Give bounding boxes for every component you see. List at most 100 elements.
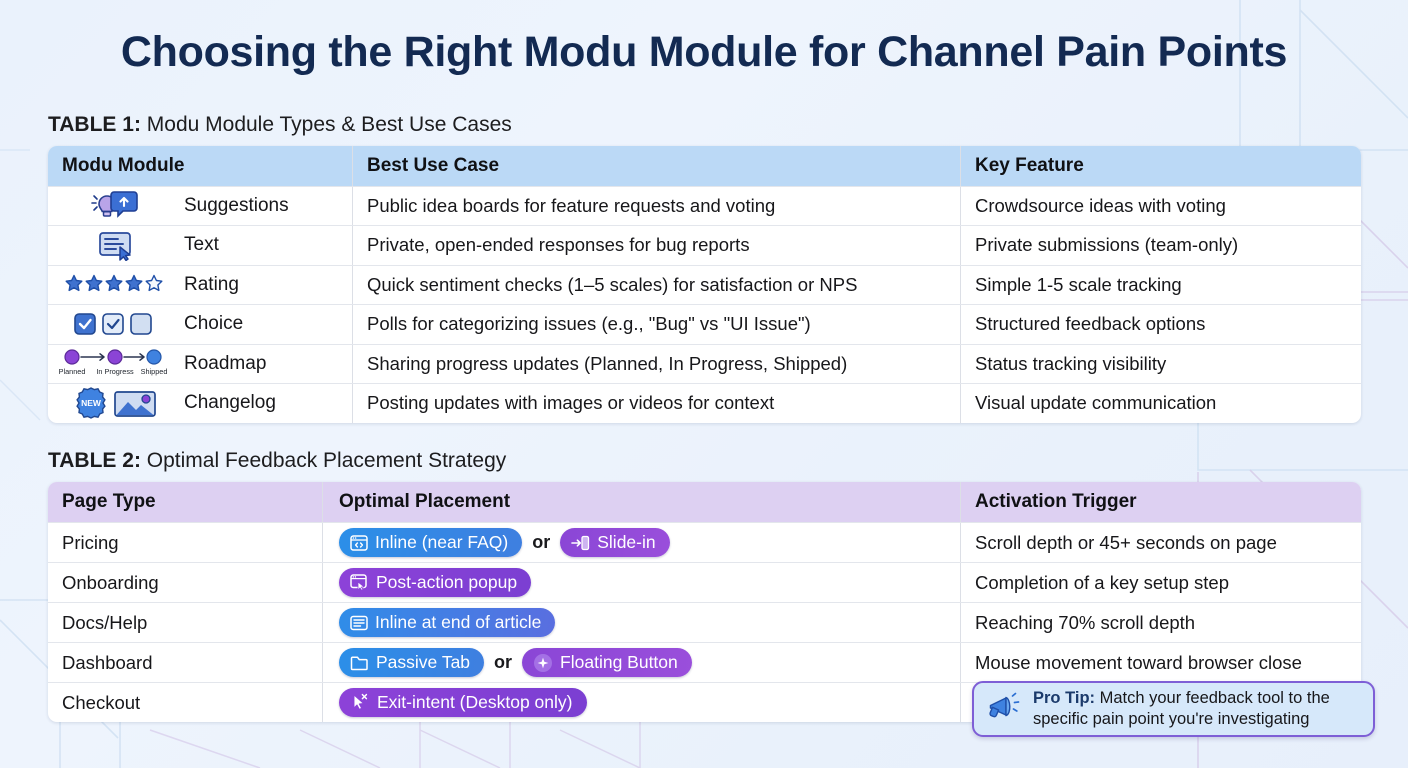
table1-cell-usecase: Public idea boards for feature requests … [353,186,961,225]
pill-label: Inline (near FAQ) [375,532,509,552]
cursor-exit-icon [350,693,370,712]
table-row: Rating Quick sentiment checks (1–5 scale… [48,264,1361,304]
module-name: Roadmap [184,352,267,374]
table1-cell-module: Choice [48,305,353,344]
star-rating-icon [48,273,184,297]
table1-cell-keyfeature: Simple 1-5 scale tracking [975,273,1182,295]
table-row: Onboarding Post-action popup Completion … [48,562,1361,602]
table1-cell-usecase: Posting updates with images or videos fo… [353,384,961,423]
table2-label-rest: Optimal Feedback Placement Strategy [140,449,507,472]
table2-col-placement: Optimal Placement [323,482,961,522]
table-row: Pricing Inline (near FAQ) or Slide-in Sc… [48,522,1361,562]
module-name: Suggestions [184,194,289,216]
table1-cell-module: Planned In Progress Shipped Roadmap [48,344,353,383]
roadmap-flow-icon: Planned In Progress Shipped [48,347,184,381]
floating-sparkle-icon [533,653,553,673]
table-row: NEW Changelog Posting updates with image… [48,383,1361,423]
table1-cell-module: NEW Changelog [48,384,353,423]
svg-text:In Progress: In Progress [96,367,134,376]
table2-cell-placement: Post-action popup [323,563,961,602]
placement-pill-inline-near-faq[interactable]: Inline (near FAQ) [339,528,523,557]
pro-tip-body: Match your feedback tool to the specific… [1033,689,1330,728]
table1-cell-keyfeature: Visual update communication [975,392,1217,414]
table1-cell-module: Suggestions [48,186,353,225]
table2-cell-pagetype: Dashboard [48,643,323,682]
pill-label: Exit-intent (Desktop only) [377,692,573,712]
pill-label: Slide-in [597,532,656,552]
svg-text:Planned: Planned [59,367,86,376]
table1-col-usecase: Best Use Case [353,146,961,186]
table2-cell-trigger: Completion of a key setup step [975,571,1230,593]
table2-col-pagetype: Page Type [48,482,323,522]
table-row: Dashboard Passive Tab or Floating Button… [48,642,1361,682]
table2-label-strong: TABLE 2: [48,449,141,472]
table1-cell-keyfeature: Status tracking visibility [975,352,1167,374]
table1-cell-usecase: Sharing progress updates (Planned, In Pr… [353,344,961,383]
pill-label: Inline at end of article [375,612,542,632]
table1-header-row: Modu Module Best Use Case Key Feature [48,146,1361,186]
table1-label-strong: TABLE 1: [48,113,141,136]
placement-pill-post-action-popup[interactable]: Post-action popup [339,568,532,597]
pill-label: Passive Tab [376,652,471,672]
table-row: Text Private, open-ended responses for b… [48,225,1361,265]
table-row: Docs/Help Inline at end of article Reach… [48,602,1361,642]
table1-label: TABLE 1: Modu Module Types & Best Use Ca… [48,113,512,137]
pill-label: Floating Button [560,652,678,672]
table2-cell-placement: Inline at end of article [323,603,961,642]
window-cursor-icon [350,574,369,591]
table1-label-rest: Modu Module Types & Best Use Cases [140,113,512,136]
table2-cell-pagetype: Checkout [48,683,323,722]
table2-cell-pagetype: Docs/Help [48,603,323,642]
article-lines-icon [350,615,368,631]
table1-cell-keyfeature: Structured feedback options [975,313,1206,335]
table1-cell-keyfeature: Crowdsource ideas with voting [975,194,1226,216]
table2-cell-pagetype: Onboarding [48,563,323,602]
new-badge-image-icon: NEW [48,387,184,420]
table2-label: TABLE 2: Optimal Feedback Placement Stra… [48,449,506,473]
text-document-cursor-icon [48,229,184,262]
slide-in-arrow-icon [571,535,590,551]
table-row: Planned In Progress Shipped Roadmap Shar… [48,343,1361,383]
module-name: Choice [184,313,244,335]
table1-cell-usecase: Private, open-ended responses for bug re… [353,226,961,265]
megaphone-icon [986,691,1024,728]
module-name: Changelog [184,392,276,414]
placement-pill-floating-button[interactable]: Floating Button [522,648,692,677]
placement-pill-passive-tab[interactable]: Passive Tab [339,648,485,677]
table1-col-module: Modu Module [48,146,353,186]
placement-pill-inline-end-of-article[interactable]: Inline at end of article [339,608,556,637]
folder-tab-icon [350,655,369,671]
table2-cell-trigger: Reaching 70% scroll depth [975,611,1196,633]
or-separator: or [494,652,513,672]
pro-tip-callout: Pro Tip: Match your feedback tool to the… [972,681,1375,737]
table1-cell-usecase: Quick sentiment checks (1–5 scales) for … [353,265,961,304]
table2-cell-pagetype: Pricing [48,523,323,562]
module-name: Text [184,234,219,256]
table2-cell-trigger: Mouse movement toward browser close [975,651,1302,673]
table2-cell-placement: Inline (near FAQ) or Slide-in [323,523,961,562]
table2-col-trigger: Activation Trigger [975,491,1137,512]
modu-module-table: Modu Module Best Use Case Key Feature [48,146,1361,423]
table-row: Choice Polls for categorizing issues (e.… [48,304,1361,344]
table1-cell-keyfeature: Private submissions (team-only) [975,234,1239,256]
or-separator: or [532,532,551,552]
table-row: Suggestions Public idea boards for featu… [48,185,1361,225]
table1-cell-usecase: Polls for categorizing issues (e.g., "Bu… [353,305,961,344]
placement-pill-exit-intent[interactable]: Exit-intent (Desktop only) [339,688,587,717]
table1-cell-module: Rating [48,265,353,304]
module-name: Rating [184,273,239,295]
table1-cell-module: Text [48,226,353,265]
table2-cell-placement: Passive Tab or Floating Button [323,643,961,682]
svg-text:NEW: NEW [81,398,102,408]
pro-tip-text: Pro Tip: Match your feedback tool to the… [1033,688,1363,729]
pro-tip-label: Pro Tip: [1033,689,1096,708]
placement-pill-slide-in[interactable]: Slide-in [560,528,670,557]
table2-cell-trigger: Scroll depth or 45+ seconds on page [975,531,1277,553]
page-title: Choosing the Right Modu Module for Chann… [120,28,1288,76]
checkbox-choice-icon [48,311,184,337]
table1-col-keyfeature: Key Feature [975,154,1084,176]
browser-code-icon [350,534,368,551]
svg-text:Shipped: Shipped [141,367,168,376]
lightbulb-comment-icon [48,190,184,222]
